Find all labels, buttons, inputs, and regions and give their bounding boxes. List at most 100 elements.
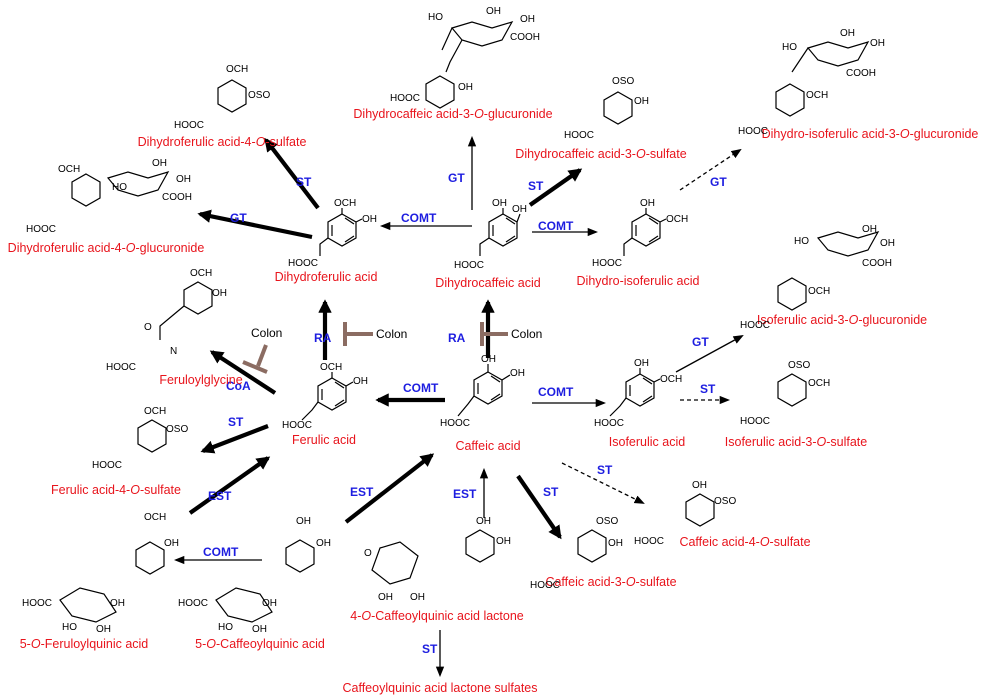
enzyme-est: EST (453, 487, 477, 501)
svg-text:OCH: OCH (808, 286, 830, 297)
svg-text:HO: HO (62, 622, 77, 633)
compound-dihydro-isoferulic-acid: Dihydro-isoferulic acid (577, 274, 700, 288)
svg-text:COOH: COOH (846, 68, 876, 79)
svg-text:OCH: OCH (144, 406, 166, 417)
svg-text:OH: OH (880, 238, 895, 249)
svg-text:HOOC: HOOC (440, 418, 470, 429)
compound-isoferulic-3-glucuronide: Isoferulic acid-3-O-glucuronide (757, 313, 927, 327)
structure-caffeic-3-sulfate: OSO OH HOOC (530, 516, 623, 591)
enzyme-labels: ST GT COMT GT ST COMT GT RA RA CoA COMT … (203, 171, 727, 656)
svg-text:OSO: OSO (248, 90, 270, 101)
svg-text:OCH: OCH (806, 90, 828, 101)
svg-text:HOOC: HOOC (530, 580, 560, 591)
reaction-arrows (173, 135, 744, 678)
svg-text:OSO: OSO (166, 424, 188, 435)
svg-text:OH: OH (520, 14, 535, 25)
enzyme-st: ST (528, 179, 544, 193)
compound-dihydroisoferulic-3-glucuronide: Dihydro-isoferulic acid-3-O-glucuronide (762, 127, 979, 141)
compound-ferulic-acid: Ferulic acid (292, 433, 356, 447)
svg-text:HOOC: HOOC (174, 120, 204, 131)
svg-text:OH: OH (608, 538, 623, 549)
svg-text:OH: OH (862, 224, 877, 235)
svg-text:OSO: OSO (596, 516, 618, 527)
svg-text:HOOC: HOOC (740, 416, 770, 427)
svg-text:HO: HO (112, 182, 127, 193)
svg-text:OH: OH (252, 624, 267, 635)
enzyme-comt: COMT (401, 211, 437, 225)
colon-label: Colon (251, 326, 282, 340)
compound-ferulic-4-sulfate: Ferulic acid-4-O-sulfate (51, 483, 181, 497)
structure-glucuronide-top: HO OH OH COOH OH HOOC (390, 6, 540, 109)
structure-glucuronide-left: HO OH OH COOH OCH HOOC (26, 158, 192, 235)
compound-isoferulic-acid: Isoferulic acid (609, 435, 685, 449)
colon-inhibitor-ra-right: Colon (480, 322, 542, 346)
compound-names: Caffeic acid Ferulic acid Isoferulic aci… (8, 107, 979, 695)
compound-caffeic-acid: Caffeic acid (455, 439, 520, 453)
enzyme-st: ST (700, 382, 716, 396)
colon-inhibitors: Colon Colon Colon (242, 322, 542, 374)
svg-text:OH: OH (512, 204, 527, 215)
compound-5-caffeoylquinic-acid: 5-O-Caffeoylquinic acid (195, 637, 325, 651)
svg-text:OH: OH (692, 480, 707, 491)
colon-inhibitor-coa: Colon (242, 326, 282, 374)
enzyme-st: ST (543, 485, 559, 499)
arrow-dihydroferulic-to-glucuronide (197, 209, 313, 240)
svg-text:HOOC: HOOC (26, 224, 56, 235)
enzyme-est: EST (350, 485, 374, 499)
svg-text:COOH: COOH (862, 258, 892, 269)
svg-text:OH: OH (410, 592, 425, 603)
svg-text:HOOC: HOOC (106, 362, 136, 373)
structure-glucuronide-right-top: HO OH OH COOH OCH HOOC (738, 28, 885, 137)
svg-text:OH: OH (510, 368, 525, 379)
svg-text:OSO: OSO (788, 360, 810, 371)
structure-caffeoylquinic-lactone: OH OH O OH OH (364, 516, 511, 603)
arrow-isoferulic-to-glucuronide (675, 335, 744, 373)
enzyme-st: ST (422, 642, 438, 656)
structure-dihydrocaffeic-acid: OH OH HOOC (454, 198, 527, 271)
svg-text:OH: OH (378, 592, 393, 603)
arrow-dihydrocaffeic-to-3-sulfate (528, 168, 583, 207)
svg-text:OH: OH (110, 598, 125, 609)
svg-text:HOOC: HOOC (564, 130, 594, 141)
compound-dihydrocaffeic-3-sulfate: Dihydrocaffeic acid-3-O-sulfate (515, 147, 686, 161)
compound-isoferulic-3-sulfate: Isoferulic acid-3-O-sulfate (725, 435, 867, 449)
svg-text:OH: OH (634, 358, 649, 369)
svg-text:OH: OH (164, 538, 179, 549)
svg-text:OCH: OCH (226, 64, 248, 75)
structure-dhfa-sulfate: OCH OSO HOOC (174, 64, 270, 131)
arrow-ferulic-to-sulfate (200, 424, 269, 454)
svg-text:OCH: OCH (334, 198, 356, 209)
enzyme-comt: COMT (203, 545, 239, 559)
arrow-caffeoylquinic-to-caffeic (344, 453, 435, 524)
structure-feruloylglycine: OCH OH O N HOOC (106, 268, 227, 373)
arrow-dihydroferulic-to-sulfate (264, 137, 320, 210)
svg-text:HOOC: HOOC (282, 420, 312, 431)
svg-text:OCH: OCH (666, 214, 688, 225)
svg-text:OCH: OCH (320, 362, 342, 373)
svg-text:HOOC: HOOC (178, 598, 208, 609)
svg-text:OH: OH (640, 198, 655, 209)
colon-label: Colon (376, 327, 407, 341)
compound-lactone-sulfates: Caffeoylquinic acid lactone sulfates (342, 681, 537, 695)
enzyme-comt: COMT (538, 385, 574, 399)
svg-text:OH: OH (486, 6, 501, 17)
svg-text:OCH: OCH (660, 374, 682, 385)
svg-text:COOH: COOH (510, 32, 540, 43)
svg-text:OH: OH (212, 288, 227, 299)
compound-5-feruloylquinic-acid: 5-O-Feruloylquinic acid (20, 637, 149, 651)
svg-text:OH: OH (176, 174, 191, 185)
svg-text:OH: OH (96, 624, 111, 635)
svg-text:OH: OH (481, 354, 496, 365)
enzyme-st: ST (228, 415, 244, 429)
svg-text:OCH: OCH (58, 164, 80, 175)
svg-text:OH: OH (870, 38, 885, 49)
enzyme-gt: GT (692, 335, 709, 349)
enzyme-coa: CoA (226, 379, 251, 393)
compound-4-caffeoylquinic-lactone: 4-O-Caffeoylquinic acid lactone (350, 609, 524, 623)
svg-text:HOOC: HOOC (288, 258, 318, 269)
compound-caffeic-4-sulfate: Caffeic acid-4-O-sulfate (679, 535, 810, 549)
structure-caffeic-acid: OH OH HOOC (440, 354, 525, 429)
compound-feruloylglycine-label: Feruloylglycine (159, 373, 242, 387)
